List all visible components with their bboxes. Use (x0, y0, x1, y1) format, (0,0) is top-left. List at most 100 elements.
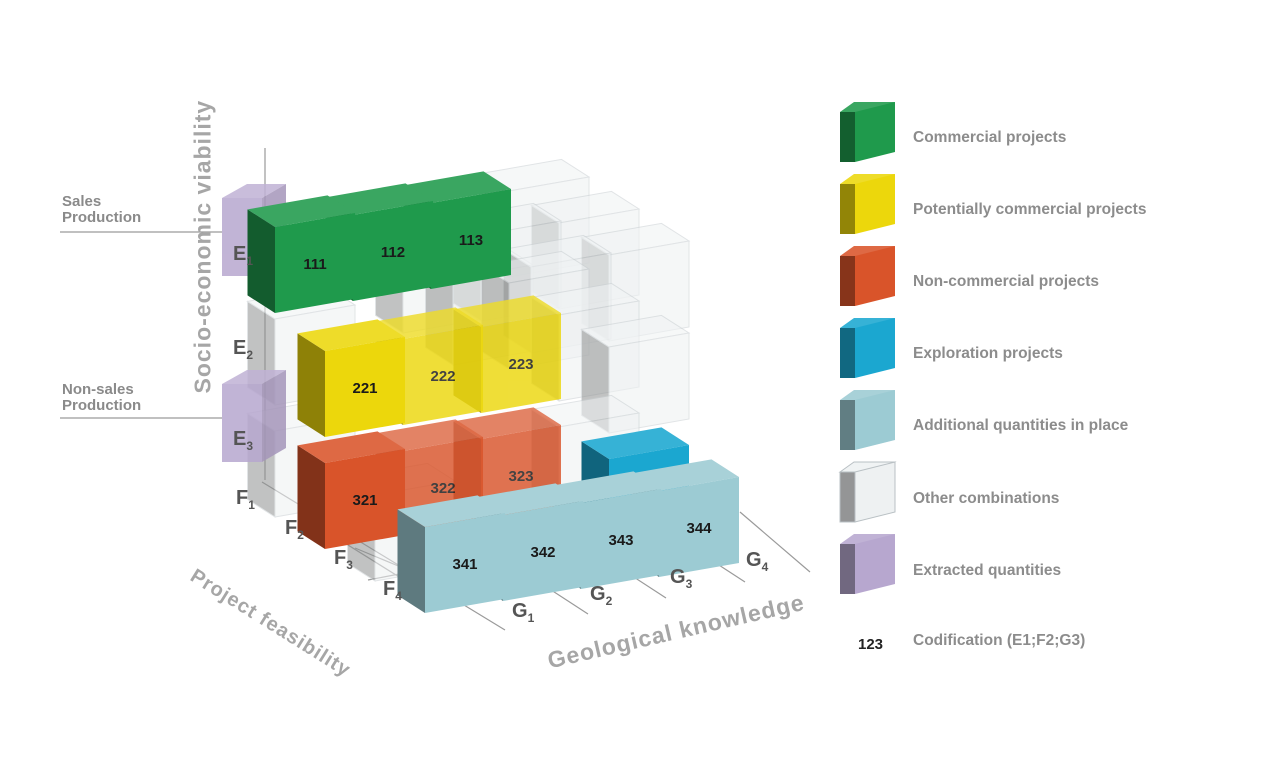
legend-label-potential: Potentially commercial projects (913, 201, 1147, 218)
cube-code-344: 344 (686, 520, 712, 537)
swatch-left (840, 112, 855, 162)
cube-code-223: 223 (508, 356, 533, 373)
g2-main: G (590, 583, 606, 605)
cube-front-face (659, 477, 739, 577)
swatch-front (855, 318, 895, 378)
g1-main: G (512, 600, 528, 622)
e3-label: E3 (233, 428, 253, 453)
legend-label-other: Other combinations (913, 490, 1060, 507)
f4-main: F (383, 578, 396, 600)
cube-code-112: 112 (381, 244, 405, 261)
g1-label: G1 (512, 600, 534, 625)
e2-main: E (233, 337, 247, 359)
cube-front-face (431, 189, 511, 289)
legend-swatch-noncommercial (840, 246, 895, 306)
legend-codification-sample: 123 (858, 636, 884, 653)
cube-code-342: 342 (530, 544, 555, 561)
cube-code-221: 221 (352, 380, 377, 397)
swatch-front (855, 534, 895, 594)
cube-341: 341 (397, 495, 505, 613)
cube-top-face (375, 307, 483, 339)
cube-front-face (325, 337, 405, 437)
swatch-front (854, 461, 896, 523)
cube-111: 111 (247, 195, 355, 313)
f3-sub: 3 (346, 558, 353, 572)
cube-code-321: 321 (352, 492, 377, 509)
legend-label-additional: Additional quantities in place (913, 417, 1129, 434)
legend-swatch-potential (840, 174, 895, 234)
cube-top-face (297, 431, 405, 463)
cube-code-113: 113 (459, 232, 483, 249)
e1-sub: 1 (246, 254, 254, 268)
swatch-left (840, 184, 855, 234)
sales-production-label: Sales Production (62, 194, 141, 226)
nonsales-label-line1: Non-sales (62, 381, 134, 398)
g3-label: G3 (670, 566, 692, 591)
f3-label: F3 (334, 547, 353, 572)
f2-label: F2 (285, 517, 304, 542)
cube-top-face (397, 495, 505, 527)
f4-label: F4 (383, 578, 402, 603)
legend-swatch-extracted (840, 534, 895, 594)
sales-label-line1: Sales (62, 193, 102, 210)
f1-label: F1 (236, 487, 255, 512)
cube-code-111: 111 (303, 256, 326, 273)
cube-code-222: 222 (430, 368, 455, 385)
legend-label-exploration: Exploration projects (913, 345, 1063, 362)
swatch-front (855, 174, 895, 234)
swatch-left (840, 328, 855, 378)
f1-main: F (236, 487, 249, 509)
legend-label-commercial: Commercial projects (913, 129, 1067, 146)
cube-front-face (581, 489, 661, 589)
nonsales-label-line2: Production (62, 397, 142, 414)
cube-321: 321 (297, 431, 405, 549)
cube-top-face (453, 407, 561, 439)
legend-label-codification: Codification (E1;F2;G3) (913, 632, 1086, 649)
g1-sub: 1 (527, 611, 535, 625)
cube-top-face (475, 483, 583, 515)
legend-swatch-other (838, 461, 897, 523)
cube-top-face (222, 184, 286, 198)
cube-top-face (325, 183, 433, 215)
e3-main: E (233, 428, 247, 450)
cube-front-face (222, 384, 262, 462)
cube-front-face (425, 513, 505, 613)
e2-label: E2 (233, 337, 253, 362)
swatch-front (855, 102, 895, 162)
cube-left-face (247, 209, 275, 313)
g4-main: G (746, 549, 762, 571)
cube-code-322: 322 (430, 480, 455, 497)
nonsales-production-label: Non-sales Production (62, 382, 141, 414)
swatch-left (839, 471, 856, 523)
g4-guide-line (739, 511, 811, 573)
e1-main: E (233, 243, 247, 265)
cube-code-341: 341 (452, 556, 477, 573)
e2-sub: 2 (246, 348, 254, 362)
cube-top-face (375, 419, 483, 451)
classified-cubes: 1131121112232222213233223213343443433423… (247, 171, 739, 613)
cube-top-face (403, 171, 511, 203)
g4-label: G4 (746, 549, 768, 574)
cube-top-face (453, 295, 561, 327)
cube-front-face (481, 313, 561, 413)
e1-label: E1 (233, 243, 253, 268)
cube-221: 221 (297, 319, 405, 437)
cube-top-face (631, 459, 739, 491)
cube-top-face (581, 427, 689, 459)
e3-sub: 3 (246, 439, 254, 453)
legend-swatch-exploration (840, 318, 895, 378)
cube-front-face (275, 213, 355, 313)
f1-sub: 1 (248, 498, 255, 512)
swatch-front (855, 390, 895, 450)
cube-front-face (325, 449, 405, 549)
legend-swatch-commercial (840, 102, 895, 162)
legend-swatch-additional (840, 390, 895, 450)
cube-left-face (297, 445, 325, 549)
cube-top-face (222, 370, 286, 384)
f3-main: F (334, 547, 347, 569)
f4-sub: 4 (395, 589, 402, 603)
swatch-front (855, 246, 895, 306)
